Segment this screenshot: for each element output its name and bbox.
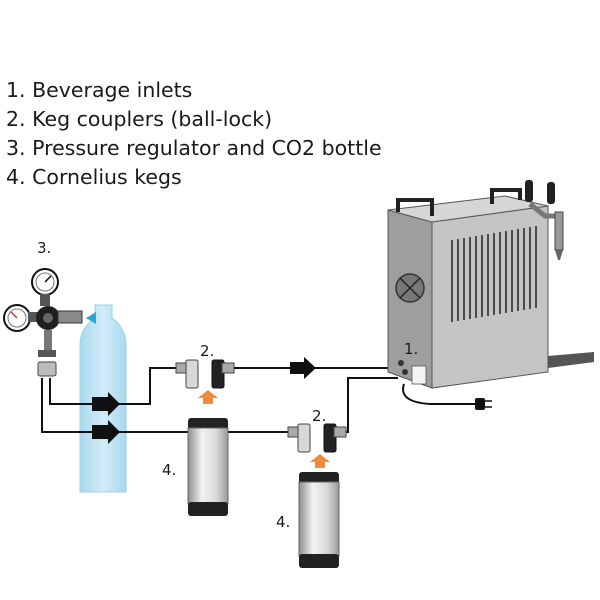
- legend-list: 1. Beverage inlets 2. Keg couplers (ball…: [6, 76, 382, 192]
- pressure-regulator: [3, 268, 96, 377]
- gas-flow-arrow-icon: [310, 454, 330, 468]
- cooler-vent-grille: [451, 226, 537, 322]
- legend-item-beverage-inlets: 1. Beverage inlets: [6, 76, 382, 105]
- legend-item-pressure-regulator: 3. Pressure regulator and CO2 bottle: [6, 134, 382, 163]
- flow-arrow-icon: [92, 392, 120, 416]
- legend-number: 2.: [6, 107, 26, 131]
- callout-inlets: 1.: [404, 340, 418, 358]
- gas-inlet-arrow-icon: [86, 312, 96, 324]
- beer-cooler: [387, 180, 594, 389]
- callout-coupler-1: 2.: [200, 342, 214, 360]
- flow-arrows: [92, 357, 316, 444]
- inlet-connector: [402, 369, 408, 375]
- handle-right: [490, 188, 522, 204]
- keg-coupler-2: [287, 423, 347, 468]
- legend-text: Pressure regulator and CO2 bottle: [32, 136, 382, 160]
- legend-number: 1.: [6, 78, 26, 102]
- flow-arrow-icon: [290, 357, 316, 379]
- callout-keg-1: 4.: [162, 461, 176, 479]
- handle-left: [396, 198, 434, 216]
- legend-text: Cornelius kegs: [32, 165, 182, 189]
- legend-item-cornelius-kegs: 4. Cornelius kegs: [6, 163, 382, 192]
- cornelius-keg-1: [187, 418, 229, 516]
- drip-tray: [548, 352, 594, 368]
- legend-number: 3.: [6, 136, 26, 160]
- legend-text: Keg couplers (ball-lock): [32, 107, 273, 131]
- flow-arrow-icon: [92, 420, 120, 444]
- legend-text: Beverage inlets: [32, 78, 193, 102]
- power-cable: [402, 383, 492, 410]
- legend-item-keg-couplers: 2. Keg couplers (ball-lock): [6, 105, 382, 134]
- callout-regulator: 3.: [37, 239, 51, 257]
- legend-number: 4.: [6, 165, 26, 189]
- callout-coupler-2: 2.: [312, 407, 326, 425]
- fan-icon: [395, 273, 425, 303]
- beer-taps: [525, 180, 564, 260]
- rating-plate: [411, 365, 427, 385]
- inlet-connector: [398, 360, 404, 366]
- callout-keg-2: 4.: [276, 513, 290, 531]
- gas-flow-arrow-icon: [198, 390, 218, 404]
- cornelius-keg-2: [298, 472, 340, 568]
- keg-coupler-1: [175, 359, 235, 404]
